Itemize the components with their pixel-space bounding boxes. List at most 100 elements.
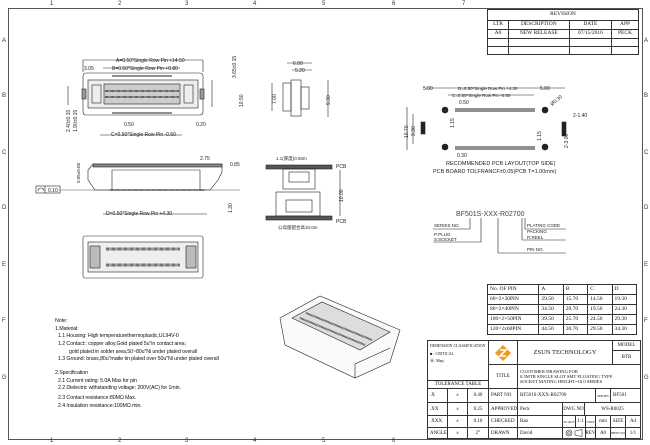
pcb-dim-2-3-00: 2-3.00 [564,134,570,148]
approved-label: APPROVED [489,403,518,416]
isometric-view [279,295,401,379]
note-line: 2.2 Dielectric withstanding voltage: 200… [58,385,181,392]
note-line: 2.3 Contact resistance:80MΩ Max. [58,395,137,402]
mating-view: PCB PCB 1.1(厚度)0.50m 公母座配合高10.0m 10.00 [265,155,347,231]
zone-row: G [644,375,649,381]
third-angle-projection-icon [565,429,583,437]
part-code: BF501S-XXX-R02700 [456,211,525,218]
dim-1-30: 1.30 [228,203,234,213]
pcb-top-label: PCB [336,164,347,170]
projection-icon [563,428,586,438]
flatness-value: 0.10 [48,188,58,194]
dim-b-value: 30.70 [562,324,589,335]
sheet-value: 1/1 [629,430,637,436]
pcb-thickness-note: 1.1(厚度)0.50m [276,155,307,162]
pcb-dim-c: C=0.50*Single Row Pin -0.50 [452,93,511,98]
tolerance-sign: ± [448,416,468,428]
side-view: 6.00 5.20 7.00 9.30 [271,61,332,117]
reel-label: R:REEL [527,235,544,240]
rev-value: A0 [596,428,611,438]
series-no-label: SERIES NO. [434,223,460,228]
note-line: 1.1 Housing: High temperaturethermoplast… [58,333,179,340]
critical-separator: ; [433,351,435,356]
zone-col: 1 [50,438,54,444]
pin-count: 120=2x60PIN [486,324,540,335]
unit-value: mm [596,416,611,428]
zone-row: E [2,262,7,268]
drawing-title: CUSTOMER DRAWING FOR 0.5MTB SINGLE SLOT … [518,365,640,389]
note-line: 2.4 Insulation resistance:100MΩ min. [58,402,142,409]
series-value: BF501 [611,389,640,403]
tolerance-precision: .X [428,389,448,403]
company-name: ZSUN TECHNOLOGY [518,341,613,365]
zone-col: 7 [462,1,466,7]
notes-title: Note: [55,318,68,324]
pin-count: 80=2×40PIN [486,304,540,315]
pcb-dim-10-70: 10.70 [404,125,410,138]
pin-table-header: D [611,284,638,295]
zone-row: B [644,93,649,99]
socket-label: S:SOCKET [434,237,457,242]
zone-col: 2 [118,438,122,444]
tolerance-title: TOLERANCE TABLE [428,381,489,389]
dim-9-30: 9.30 [326,95,332,105]
zone-row: D [644,205,649,211]
dim-3-65: 3.65±0.15 [232,56,238,78]
checked-label: CHECKED [489,416,518,428]
dim-2-75: 2.75 [200,156,210,162]
zone-row: F [644,318,648,324]
pcb-caption-1: RECOMMENDED PCB LAYOUT(TOP SIDE) [446,161,556,167]
pin-table-header: C [587,284,613,295]
map-symbol-icon: Ⓜ: [430,358,436,363]
model-value: BTB [613,351,640,365]
critical-label: CRITICAL [435,351,454,356]
dim-class-title: DIMENSION CLASSIFICATION [430,343,486,348]
dimension-classification: DIMENSION CLASSIFICATION ■ ; CRITICAL Ⓜ:… [428,341,489,381]
zone-row: A [2,38,7,44]
pcb-dim-0-30: 0.30 [457,153,467,159]
pcb-dim-1-15b: 1.15 [537,131,543,141]
pin-count: 60=2×30PIN [486,294,540,305]
tolerance-value: 0.40 [468,389,489,403]
dim-d-value: 24.30 [611,304,638,315]
dim-c-value: 14.50 [587,294,613,305]
dim-a: A=0.50*Single Row Pin +14.50 [116,58,185,64]
dim-6-00: 6.00 [293,61,303,67]
tolerance-precision: ANGLE [428,428,448,438]
zone-row: A [644,38,649,44]
dim-b-value: 15.70 [562,294,589,305]
pcb-dim-2-1-40: 2-1.40 [573,113,587,119]
note-line: 1.2 Contact:: copper alloy,Gold plated 5… [58,341,186,348]
dim-2-40: 2.40±0.15 [66,110,72,132]
front-view: 0.10 2.75 0.85 D=0.50*Single Row Pin +4.… [35,156,240,217]
map-label: Map. [436,358,445,363]
size-label: SIZE [611,416,626,428]
notes: Note: 1.Material: 1.1 Housing: High temp… [55,318,219,410]
dim-0-20: 0.20 [196,122,206,128]
zone-col: 3 [185,1,189,7]
pcb-dim-hole: Ø0.30 [549,94,563,107]
series-label: SERIES [596,389,611,403]
drawing-frame [8,8,643,440]
zone-col: 1 [50,1,54,7]
approved-value: Peck [518,403,563,416]
drawn-label: DRAWN [489,428,518,438]
dim-0-85: 0.85 [230,162,240,168]
dim-c-value: 24.50 [587,314,613,325]
title-block: DIMENSION CLASSIFICATION ■ ; CRITICAL Ⓜ:… [427,340,641,439]
dim-a-value: 34.50 [538,304,564,315]
dim-10-50: 10.50 [239,94,245,107]
dim-c-value: 19.50 [587,304,613,315]
dim-c-value: 29.50 [587,324,613,335]
dim-0-05: 0.05±0.08 [76,163,81,183]
zone-col: 4 [253,438,257,444]
model-label: MODEL [613,341,640,351]
note-line: 1.3 Ground: brass,80u"matte tin plated o… [58,356,219,363]
zone-col: 5 [322,1,326,7]
dim-b-value: 20.70 [562,304,589,315]
rev-label: REV [586,428,596,438]
note-line: 2.1 Current rating: 5.0A Max for pin [58,377,137,384]
note-line: 1.Material: [55,325,79,332]
pcb-bottom-label: PCB [336,219,347,225]
